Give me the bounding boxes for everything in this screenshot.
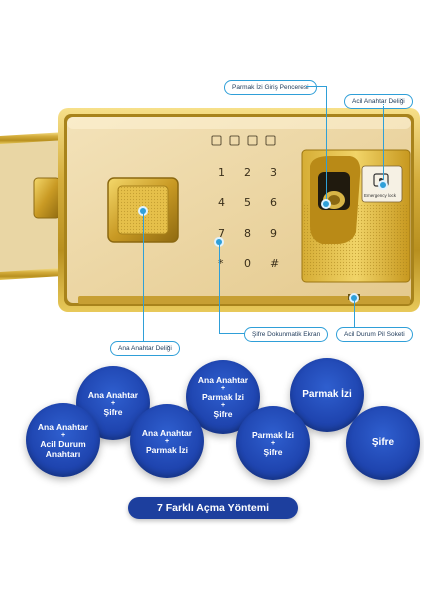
marker-dot <box>140 208 146 214</box>
keypad-key[interactable]: # <box>270 257 280 270</box>
callout-battery-socket: Acil Durum Pil Soketi <box>336 327 413 342</box>
marker-dot <box>380 182 386 188</box>
callout-fingerprint-window: Parmak İzi Giriş Penceresi <box>224 80 317 95</box>
safe-lock-panel <box>0 108 420 312</box>
method-circle: Ana Anahtar + Acil Durum Anahtarı <box>26 403 100 477</box>
callout-emergency-key-hole: Acil Anahtar Deliği <box>344 94 413 109</box>
callout-main-key-hole: Ana Anahtar Deliği <box>110 341 180 356</box>
method-circle: Parmak İzi + Şifre <box>236 406 310 480</box>
keypad-key[interactable]: 1 <box>218 166 225 179</box>
keypad-key[interactable]: 6 <box>270 196 277 209</box>
marker-dot <box>323 201 329 207</box>
leader-line <box>306 86 326 87</box>
method-circle: Ana Anahtar + Parmak İzi <box>130 404 204 478</box>
keypad-key[interactable]: 5 <box>244 196 251 209</box>
callout-touch-screen: Şifre Dokunmatik Ekran <box>244 327 329 342</box>
leader-line <box>354 300 355 328</box>
leader-line <box>383 104 384 105</box>
keypad-key[interactable]: 7 <box>218 227 225 240</box>
keypad-key[interactable]: 9 <box>270 227 277 240</box>
keypad-key[interactable]: 2 <box>244 166 251 179</box>
keypad-key[interactable]: 4 <box>218 196 225 209</box>
keypad-key[interactable]: 0 <box>244 257 251 270</box>
leader-line <box>143 213 144 343</box>
emergency-lock-tag: Emergency lock <box>364 193 397 198</box>
keypad-key[interactable]: 8 <box>244 227 251 240</box>
leader-line <box>326 86 327 204</box>
marker-dot <box>216 239 222 245</box>
methods-banner: 7 Farklı Açma Yöntemi <box>128 497 298 519</box>
method-circle: Şifre <box>346 406 420 480</box>
keypad-key[interactable]: * <box>218 257 224 270</box>
leader-line <box>219 244 220 334</box>
marker-dot <box>351 295 357 301</box>
leader-line <box>219 333 245 334</box>
keypad-key[interactable]: 3 <box>270 166 277 179</box>
leader-line <box>383 106 384 184</box>
